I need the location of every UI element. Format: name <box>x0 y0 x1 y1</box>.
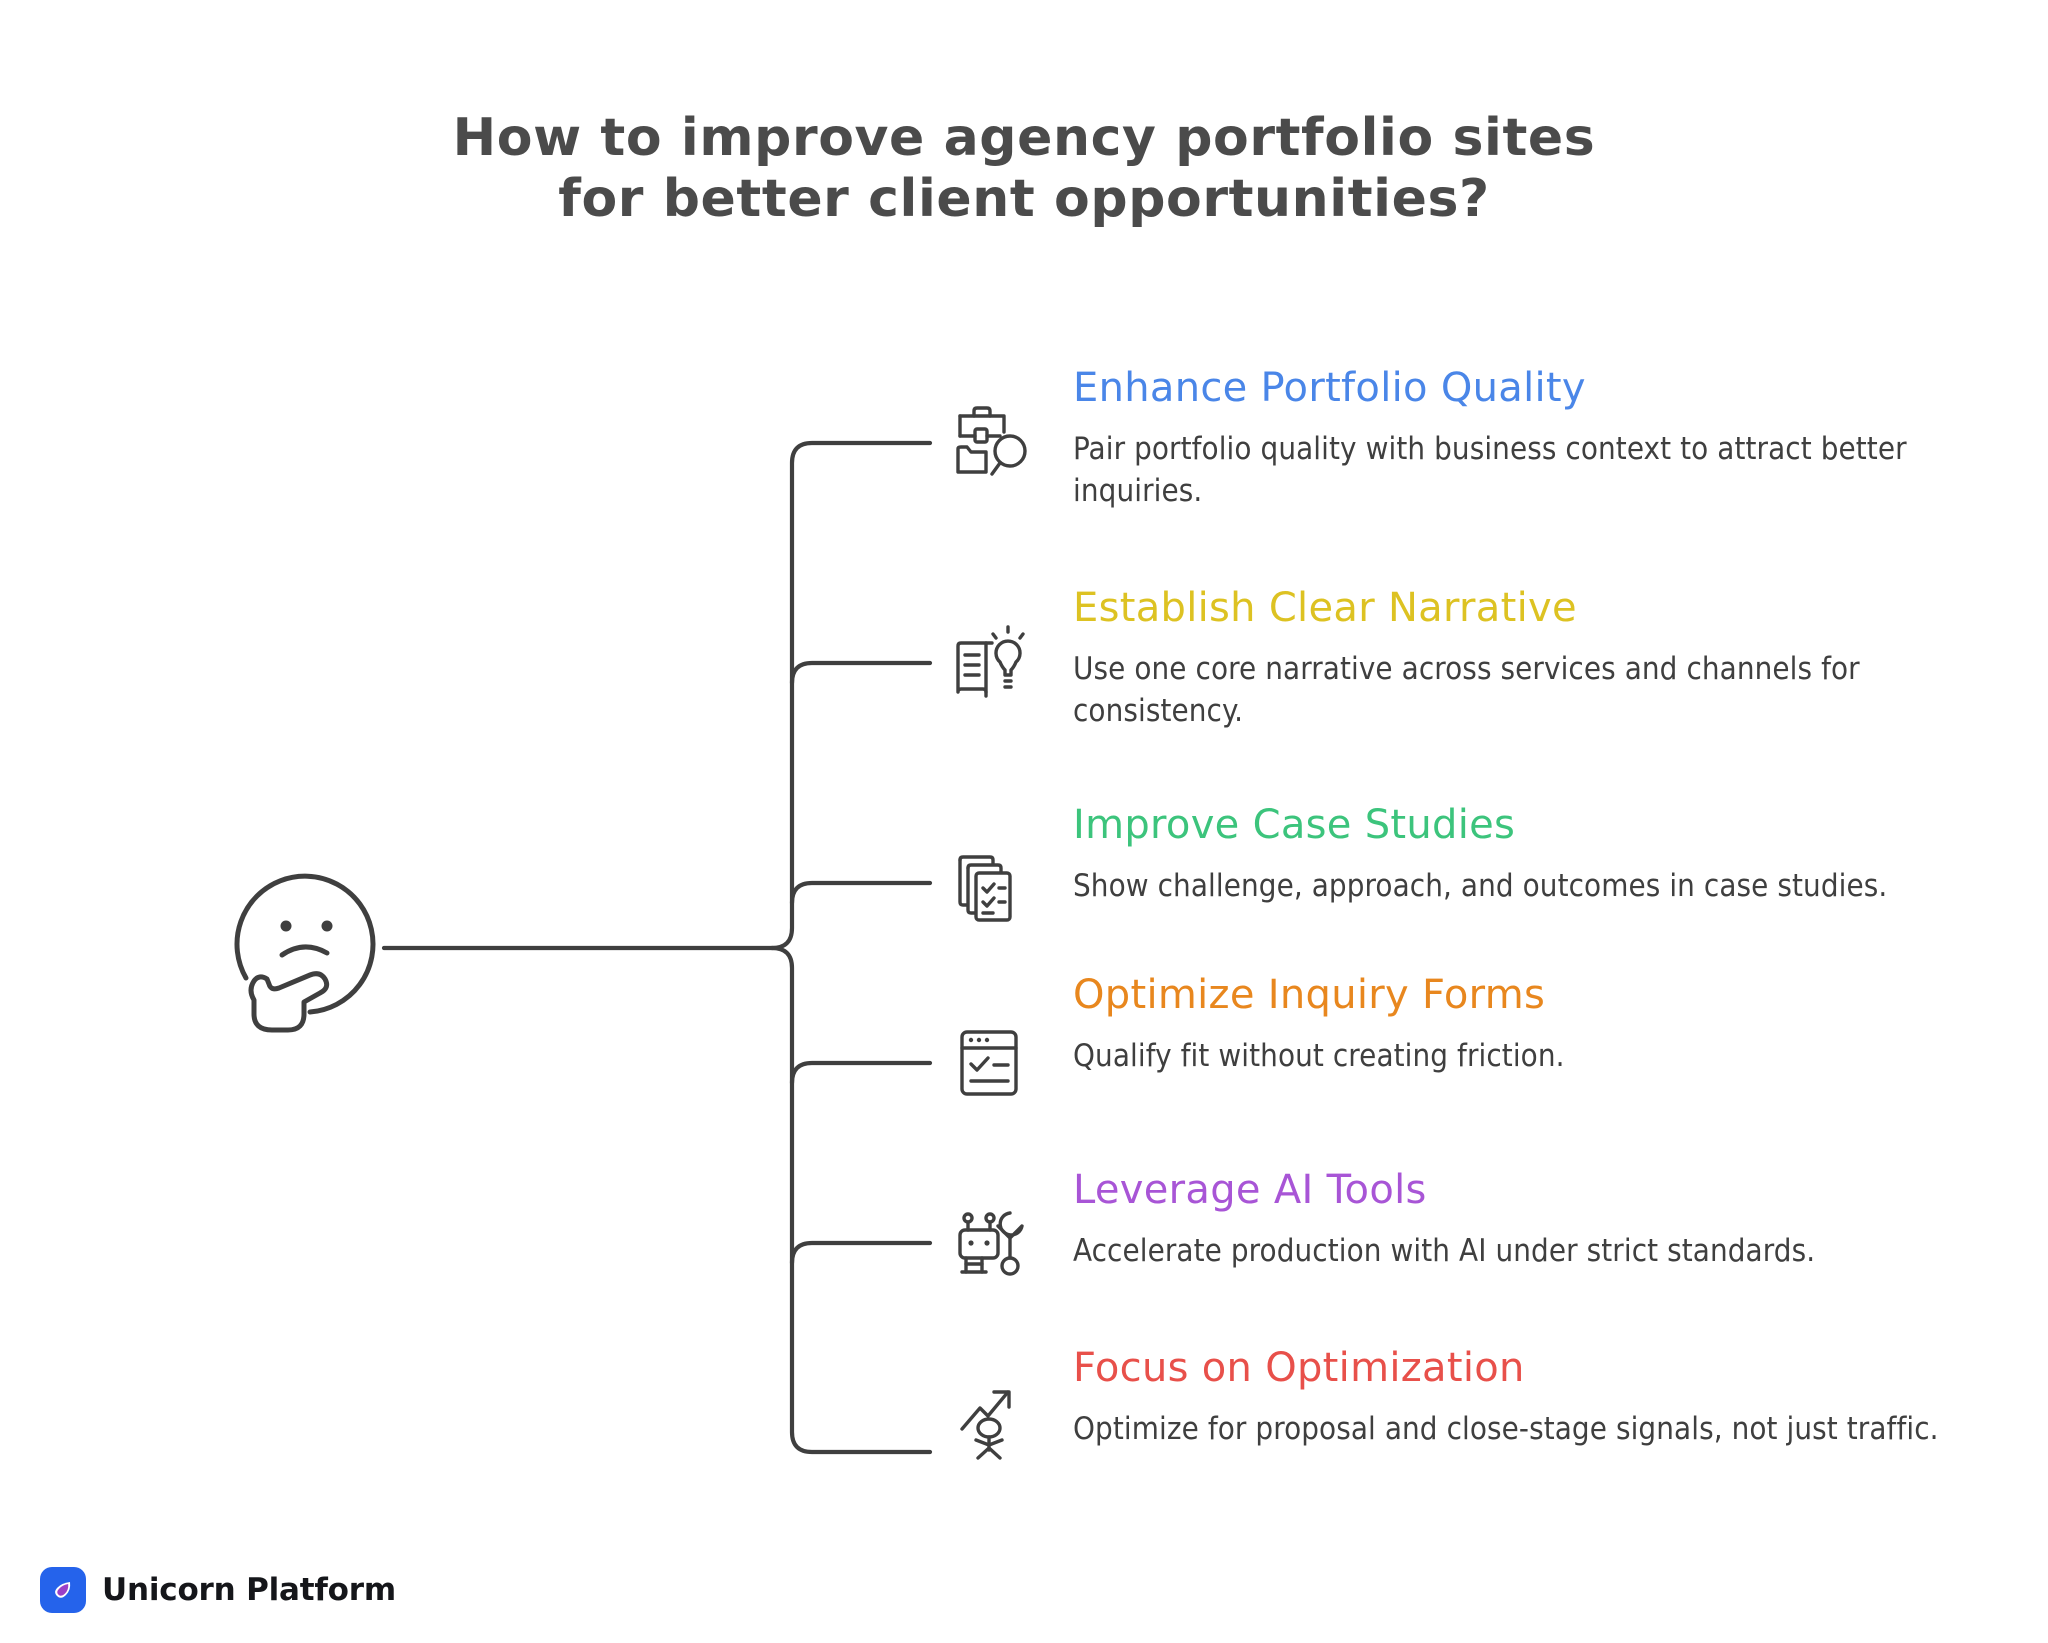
branch-description: Accelerate production with AI under stri… <box>1073 1233 1816 1269</box>
branch-heading: Enhance Portfolio Quality <box>1073 365 1586 411</box>
branch-description: Show challenge, approach, and outcomes i… <box>1073 868 1888 904</box>
person-growth-arrow-icon <box>960 1390 1011 1460</box>
thinking-face-icon <box>234 873 376 1033</box>
branch-text-block: Focus on Optimization Optimize for propo… <box>1073 1348 1998 1451</box>
briefcase-folder-search-icon <box>956 406 1027 476</box>
browser-form-checklist-icon <box>960 1030 1018 1096</box>
page-title-line-2: for better client opportunities? <box>558 169 1490 230</box>
branch-text-block: Optimize Inquiry Forms Qualify fit witho… <box>1073 975 1998 1078</box>
branch-heading: Focus on Optimization <box>1073 1345 1525 1391</box>
branch-description: Use one core narrative across services a… <box>1073 651 1860 729</box>
connector-branch-4 <box>789 1060 933 1086</box>
connector-branch-3 <box>789 880 933 906</box>
connector-branch-6 <box>769 945 933 1455</box>
page-title: How to improve agency portfolio sites fo… <box>0 108 2048 231</box>
connector-branch-1 <box>769 440 933 951</box>
branch-text-block: Enhance Portfolio Quality Pair portfolio… <box>1073 368 1998 512</box>
branch-text-block: Leverage AI Tools Accelerate production … <box>1073 1170 1998 1273</box>
branch-description: Optimize for proposal and close-stage si… <box>1073 1411 1939 1447</box>
branch-text-block: Improve Case Studies Show challenge, app… <box>1073 805 1998 908</box>
open-book-lightbulb-icon <box>956 625 1025 698</box>
connector-branch-2 <box>789 660 933 686</box>
connector-branch-5 <box>789 1240 933 1266</box>
unicorn-droplet-logo <box>40 1567 86 1613</box>
branch-heading: Optimize Inquiry Forms <box>1073 972 1546 1018</box>
page-title-line-1: How to improve agency portfolio sites <box>452 108 1596 168</box>
branch-heading: Improve Case Studies <box>1073 802 1516 848</box>
branch-heading: Leverage AI Tools <box>1073 1167 1427 1213</box>
brand-footer[interactable]: Unicorn Platform <box>40 1567 396 1613</box>
stacked-checklist-documents-icon <box>958 855 1012 922</box>
brand-name: Unicorn Platform <box>102 1572 396 1608</box>
branch-description: Qualify fit without creating friction. <box>1073 1038 1565 1074</box>
branch-text-block: Establish Clear Narrative Use one core n… <box>1073 588 1998 732</box>
robot-wrench-icon <box>958 1211 1024 1276</box>
branch-description: Pair portfolio quality with business con… <box>1073 431 1907 509</box>
branch-heading: Establish Clear Narrative <box>1073 585 1577 631</box>
